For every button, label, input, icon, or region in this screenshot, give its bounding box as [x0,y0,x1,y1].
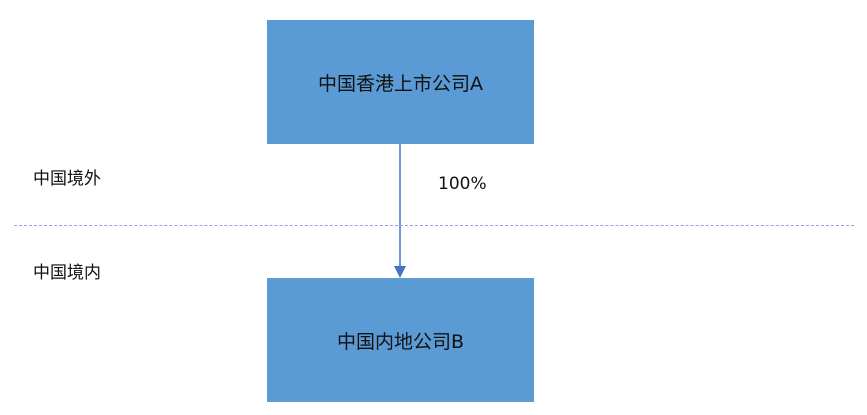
region-label-domestic: 中国境内 [33,263,101,283]
border-divider-line [14,225,854,226]
subsidiary-company-label: 中国内地公司B [336,330,465,353]
parent-company-box: 中国香港上市公司A [267,20,534,144]
ownership-percentage: 100% [438,174,487,194]
subsidiary-company-box: 中国内地公司B [267,278,534,402]
ownership-arrow-head [394,266,406,278]
region-label-overseas: 中国境外 [33,169,101,189]
parent-company-label: 中国香港上市公司A [318,72,483,95]
